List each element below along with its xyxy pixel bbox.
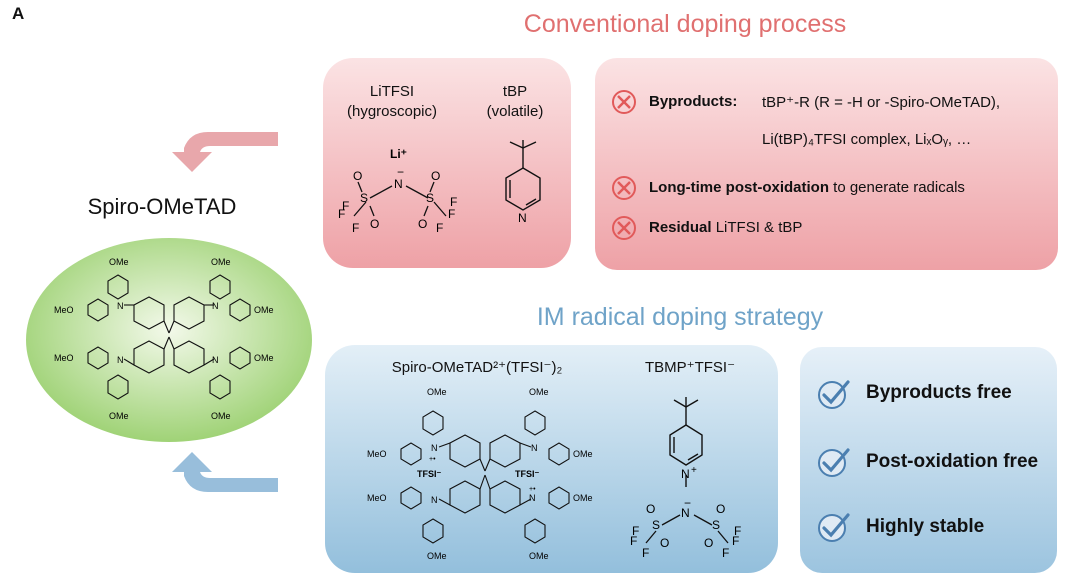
litfsi-note: (hygroscopic) xyxy=(346,103,438,120)
svg-text:O: O xyxy=(431,169,440,183)
svg-text:N: N xyxy=(431,443,438,453)
svg-text:OMe: OMe xyxy=(573,449,593,459)
svg-text:S: S xyxy=(426,191,434,205)
check-circle-icon xyxy=(818,380,850,409)
check-circle-icon xyxy=(818,513,850,542)
svg-text:N: N xyxy=(681,467,690,481)
litfsi-structure: Li⁺ S N − S O O O O F F F F F F xyxy=(338,147,457,235)
residual-bold: Residual xyxy=(649,219,712,236)
benefit-byproducts-free: Byproducts free xyxy=(866,382,1012,403)
svg-text:OMe: OMe xyxy=(427,387,447,397)
tbmp-label: TBMP⁺TFSI⁻ xyxy=(645,359,735,376)
svg-text:TFSI⁻: TFSI⁻ xyxy=(515,469,539,479)
svg-text:S: S xyxy=(712,518,720,532)
svg-text:MeO: MeO xyxy=(367,493,387,503)
svg-text:F: F xyxy=(632,524,639,538)
svg-text:O: O xyxy=(370,217,379,231)
tbp-label: tBP xyxy=(502,83,528,100)
svg-text:F: F xyxy=(338,207,345,221)
svg-text:F: F xyxy=(436,221,443,235)
svg-text:OMe: OMe xyxy=(254,353,274,363)
svg-text:N: N xyxy=(431,495,438,505)
svg-text:N: N xyxy=(117,301,124,311)
svg-text:OMe: OMe xyxy=(427,551,447,561)
svg-text:OMe: OMe xyxy=(529,387,549,397)
tbmp-structure: N + S N − S O O O O F F F F F F xyxy=(630,397,741,560)
svg-text:N: N xyxy=(212,355,219,365)
curved-arrow-icon xyxy=(172,132,278,172)
x-circle-icon xyxy=(612,176,636,200)
residual-rest: LiTFSI & tBP xyxy=(711,219,803,236)
tbp-note: (volatile) xyxy=(486,103,544,120)
svg-text:MeO: MeO xyxy=(367,449,387,459)
spiro-ometad-structure: N N N N OMe OMe OMe OMe MeO OMe MeO OMe xyxy=(26,238,312,442)
svg-text:O: O xyxy=(353,169,362,183)
svg-text:TFSI⁻: TFSI⁻ xyxy=(417,469,441,479)
svg-text:N: N xyxy=(518,211,527,225)
svg-text:N: N xyxy=(394,177,403,191)
conventional-additives-box xyxy=(323,58,571,268)
svg-text:OMe: OMe xyxy=(109,411,129,421)
spiro-salt-label: Spiro-OMeTAD²⁺(TFSI⁻)₂ xyxy=(391,359,563,376)
svg-text:F: F xyxy=(630,534,637,548)
svg-text:MeO: MeO xyxy=(54,353,74,363)
svg-text:F: F xyxy=(722,546,729,560)
x-circle-icon xyxy=(612,90,636,114)
svg-text:S: S xyxy=(360,191,368,205)
svg-text:OMe: OMe xyxy=(529,551,549,561)
spiro-dication-structure: OMe OMe OMe OMe N +• N +• N N MeO OMe Me… xyxy=(367,387,593,561)
svg-text:OMe: OMe xyxy=(109,257,129,267)
svg-text:+: + xyxy=(691,465,697,476)
svg-text:N: N xyxy=(212,301,219,311)
svg-text:F: F xyxy=(352,221,359,235)
svg-text:N: N xyxy=(531,443,538,453)
svg-text:O: O xyxy=(716,502,725,516)
conventional-problems-box xyxy=(595,58,1058,270)
postox-bold: Long-time post-oxidation xyxy=(649,179,829,196)
curved-arrow-icon xyxy=(172,452,278,492)
svg-text:O: O xyxy=(418,217,427,231)
panel-label: A xyxy=(12,4,25,23)
svg-text:Li⁺: Li⁺ xyxy=(390,147,407,161)
byproducts-line1: tBP⁺-R (R = -H or -Spiro-OMeTAD), xyxy=(762,94,1001,111)
svg-text:−: − xyxy=(397,165,404,179)
svg-text:OMe: OMe xyxy=(211,257,231,267)
svg-text:MeO: MeO xyxy=(54,305,74,315)
svg-text:F: F xyxy=(734,524,741,538)
svg-text:−: − xyxy=(684,496,691,510)
benefit-post-oxidation-free: Post-oxidation free xyxy=(866,451,1039,472)
svg-text:F: F xyxy=(450,195,457,209)
svg-text:OMe: OMe xyxy=(573,493,593,503)
svg-text:S: S xyxy=(652,518,660,532)
svg-text:N: N xyxy=(117,355,124,365)
im-title: IM radical doping strategy xyxy=(536,303,824,331)
svg-text:F: F xyxy=(448,207,455,221)
spiro-title: Spiro-OMeTAD xyxy=(87,194,237,219)
svg-text:N: N xyxy=(529,493,536,503)
litfsi-label: LiTFSI xyxy=(369,83,415,100)
svg-text:OMe: OMe xyxy=(211,411,231,421)
svg-text:O: O xyxy=(660,536,669,550)
tbp-structure: N xyxy=(505,140,541,225)
svg-text:O: O xyxy=(646,502,655,516)
svg-text:+•: +• xyxy=(429,456,436,463)
byproducts-line2: Li(tBP)₄TFSI complex, LiₓOᵧ, … xyxy=(762,131,972,148)
x-circle-icon xyxy=(612,216,636,240)
check-circle-icon xyxy=(818,448,850,477)
conventional-title: Conventional doping process xyxy=(523,10,847,38)
benefit-highly-stable: Highly stable xyxy=(866,516,985,537)
svg-text:+•: +• xyxy=(529,486,536,493)
svg-text:N: N xyxy=(681,506,690,520)
byproducts-label: Byproducts: xyxy=(649,93,738,110)
svg-text:F: F xyxy=(342,199,349,213)
svg-text:OMe: OMe xyxy=(254,305,274,315)
postox-rest: to generate radicals xyxy=(828,179,965,196)
svg-text:F: F xyxy=(642,546,649,560)
svg-text:O: O xyxy=(704,536,713,550)
svg-text:F: F xyxy=(732,534,739,548)
